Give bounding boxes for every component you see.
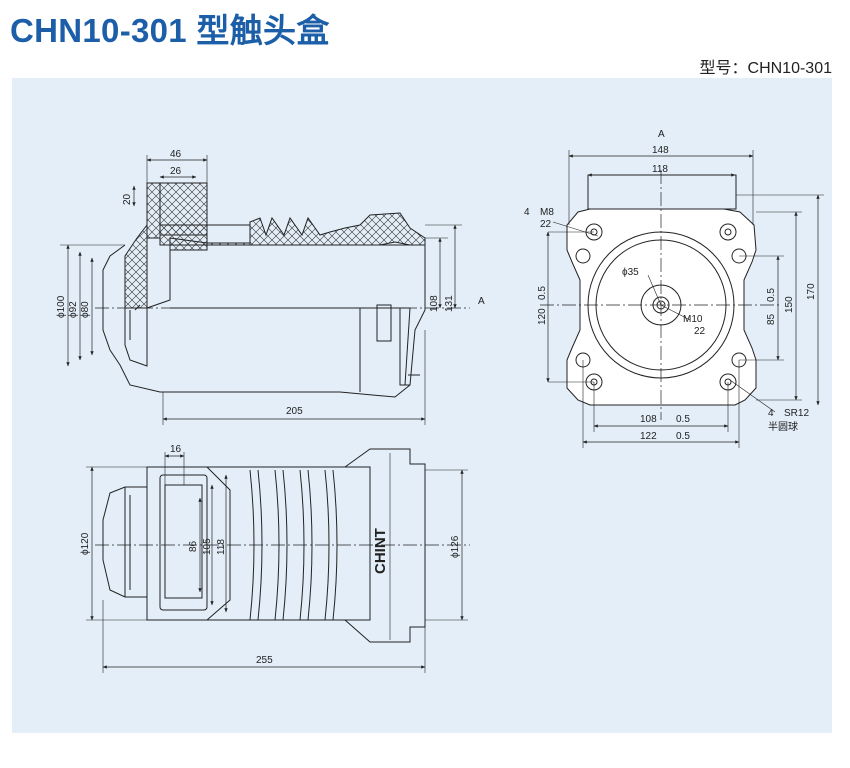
top-contact-block [159,474,208,611]
end-top-lug [587,174,737,210]
side-view-labels: 46 26 20 ϕ100 ϕ92 ϕ80 108 131 A 205 [56,149,485,417]
mounting-hole-tr [719,223,737,241]
dim-170: 170 [806,283,817,300]
side-rear-flange [399,308,420,386]
side-flange-hatch [146,182,161,239]
model-value: CHN10-301 [747,60,832,77]
dim-120: 120 [537,308,548,325]
dim-dia-92: ϕ92 [68,301,79,318]
top-view [86,448,470,673]
bore-dia: ϕ35 [622,267,639,278]
dim-108: 108 [429,295,440,312]
end-flange-outline [566,208,757,406]
side-body-outline [102,182,426,398]
side-top-block-hatch [159,224,208,246]
side-front-inner [129,304,141,340]
dim-46: 46 [170,149,182,160]
dim-20: 20 [122,193,133,205]
technical-drawing: 46 26 20 ϕ100 ϕ92 ϕ80 108 131 A 205 [56,129,824,673]
mounting-hole-ml [575,248,591,264]
dim-105: 105 [202,538,213,555]
end-view [540,150,824,448]
section-marker-a: A [478,296,485,307]
brand-label: CHINT [372,528,389,574]
dim-86: 86 [188,540,199,552]
center-depth: 22 [694,326,706,337]
dim-131: 131 [444,295,455,312]
dim-dia-126: ϕ126 [450,535,461,558]
top-contact-inner [164,484,203,599]
sphere-note: 半圆球 [768,420,798,433]
hole-depth: 22 [540,219,552,230]
dim-26: 26 [170,166,182,177]
model-label: 型号： [699,60,748,77]
dim-148: 148 [652,145,669,156]
top-rear-flange [344,448,426,643]
side-view [60,155,470,425]
dim-16: 16 [170,444,182,455]
dim-122-tol: 0.5 [676,431,690,442]
model-designation: 型号：CHN10-301 [700,54,833,78]
dim-150: 150 [784,296,795,313]
dim-118-top: 118 [652,164,668,175]
dim-122: 122 [640,431,657,442]
sphere-count: 4 [768,408,774,419]
dim-108-bottom: 108 [640,414,657,425]
end-view-labels: A 148 118 4 M8 22 ϕ35 M10 22 120 0.5 85 … [524,129,817,442]
dim-205: 205 [286,406,303,417]
side-label-plate [376,304,392,342]
dim-dia-120: ϕ120 [80,532,91,555]
dim-85: 85 [766,313,777,325]
side-front-cap [124,308,148,367]
top-front-cap-inner [124,487,131,597]
top-view-labels: 16 ϕ120 86 105 118 CHINT ϕ126 255 [80,444,461,666]
sphere-radius: SR12 [784,408,809,419]
center-thread: M10 [683,314,703,325]
dim-85-tol: 0.5 [766,288,777,302]
dim-118-side: 118 [216,539,227,555]
hole-thread: M8 [540,207,554,218]
dim-dia-80: ϕ80 [80,301,91,318]
side-lower-body [170,307,411,392]
drawing-panel: 46 26 20 ϕ100 ϕ92 ϕ80 108 131 A 205 [12,78,832,733]
hole-count: 4 [524,207,530,218]
page-title: CHN10-301 型触头盒 [10,12,330,49]
end-section-marker: A [658,129,665,140]
dim-120-tol: 0.5 [537,286,548,300]
dim-108-tol: 0.5 [676,414,690,425]
dim-255: 255 [256,655,273,666]
dim-dia-100: ϕ100 [56,295,67,318]
